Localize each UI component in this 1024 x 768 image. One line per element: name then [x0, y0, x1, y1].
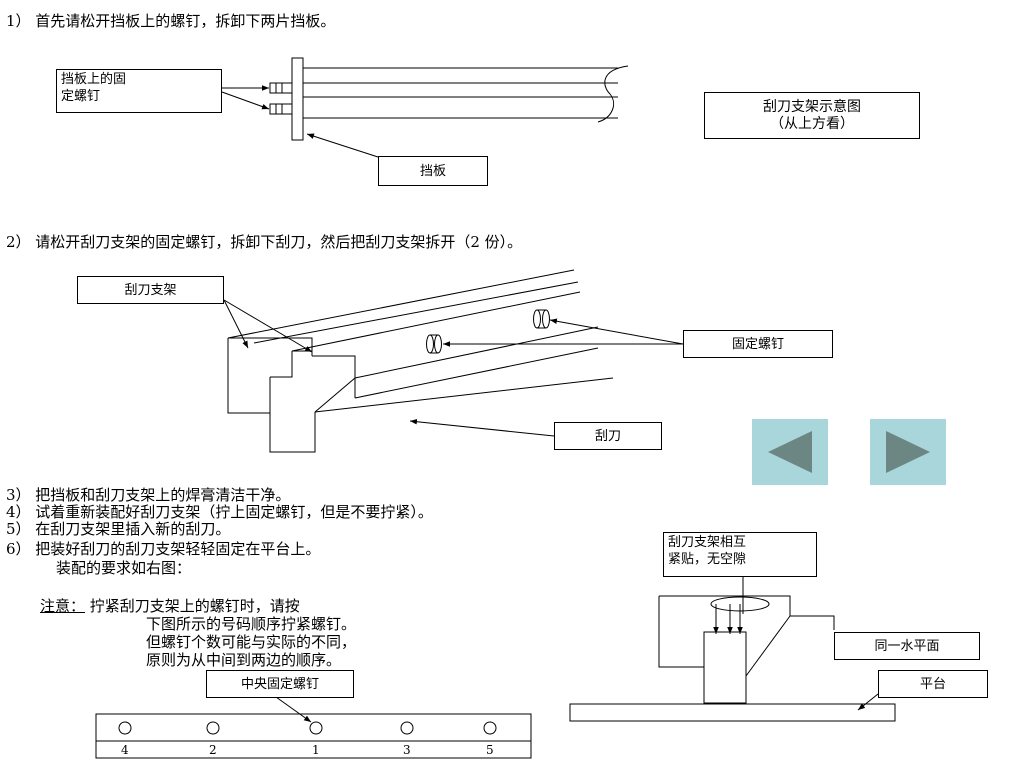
- fig1-title-line1: 刮刀支架示意图: [763, 98, 861, 115]
- note-title: 注意：: [40, 597, 86, 615]
- fig3-drawing: [569, 577, 896, 722]
- fig2-holder-label: 刮刀支架: [77, 276, 224, 304]
- fig1-title-line2: （从上方看）: [770, 115, 854, 132]
- fig2-screw-1: [426, 334, 434, 354]
- screw-order-drawing: [95, 696, 532, 759]
- fig2-holder-label-text: 刮刀支架: [124, 282, 177, 298]
- fig3-platform-label: 平台: [878, 670, 988, 698]
- screw-circle-4: [118, 721, 132, 735]
- fig1-plate-shape: [291, 57, 304, 141]
- fig1-break-line: [597, 65, 629, 123]
- fig1-screw-label-line1: 挡板上的固: [61, 72, 127, 87]
- fig3-level-label: 同一水平面: [834, 632, 980, 660]
- fig2-screw-label: 固定螺钉: [683, 330, 833, 358]
- fig2-screw-label-text: 固定螺钉: [731, 336, 784, 352]
- fig3-level-label-text: 同一水平面: [874, 638, 940, 654]
- note-block: 注意： 拧紧刮刀支架上的螺钉时，请按: [40, 597, 300, 615]
- fig2-drawing: [223, 269, 684, 453]
- triangle-left-icon: [768, 431, 812, 473]
- step-6-text: 6） 把装好刮刀的刮刀支架轻轻固定在平台上。: [6, 540, 321, 558]
- prev-slide-button[interactable]: [752, 419, 828, 485]
- fig3-platform-shape: [569, 703, 896, 722]
- fig2-blade-label-text: 刮刀: [594, 428, 621, 444]
- fig1-screw-top: [269, 82, 293, 94]
- fig3-fit-label-line2: 紧贴，无空隙: [668, 552, 747, 567]
- fig2-blade-label: 刮刀: [554, 422, 662, 450]
- step-5-text: 5） 在刮刀支架里插入新的刮刀。: [6, 520, 231, 538]
- screw-circle-2: [206, 721, 220, 735]
- fig1-drawing: [221, 57, 629, 158]
- step-4-text: 4） 试着重新装配好刮刀支架（拧上固定螺钉，但是不要拧紧）。: [6, 503, 433, 521]
- screw-order-number: 2: [209, 743, 217, 757]
- screw-order-number: 1: [312, 743, 320, 757]
- fig1-title-box: 刮刀支架示意图 （从上方看）: [704, 92, 920, 139]
- fig1-screw-label-line2: 定螺钉: [61, 89, 101, 104]
- screw-order-number: 5: [486, 743, 494, 757]
- fig3-fit-label-line1: 刮刀支架相互: [668, 535, 747, 550]
- fig3-platform-label-text: 平台: [919, 676, 946, 692]
- center-screw-label: 中央固定螺钉: [206, 670, 354, 698]
- fig1-plate-label: 挡板: [378, 156, 488, 186]
- screw-order-number: 4: [121, 743, 129, 757]
- triangle-right-icon: [886, 431, 930, 473]
- fig1-screw-bottom: [269, 103, 293, 115]
- next-slide-button[interactable]: [870, 419, 946, 485]
- step-6-subtext: 装配的要求如右图：: [56, 559, 192, 577]
- fig1-plate-label-text: 挡板: [419, 163, 446, 179]
- center-screw-label-text: 中央固定螺钉: [240, 676, 319, 692]
- step-3-text: 3） 把挡板和刮刀支架上的焊膏清洁干净。: [6, 486, 291, 504]
- note-line-2: 下图所示的号码顺序拧紧螺钉。: [146, 615, 357, 633]
- screw-order-number: 3: [403, 743, 411, 757]
- note-line-1: 拧紧刮刀支架上的螺钉时，请按: [89, 597, 300, 615]
- screw-circle-3: [400, 721, 414, 735]
- fig1-screw-label: 挡板上的固 定螺钉: [56, 69, 222, 113]
- screw-circle-5: [483, 721, 497, 735]
- fig2-screw-2: [533, 309, 541, 329]
- note-line-4: 原则为从中间到两边的顺序。: [146, 651, 342, 669]
- note-line-3: 但螺钉个数可能与实际的不同，: [146, 633, 357, 651]
- step-1-text: 1） 首先请松开挡板上的螺钉，拆卸下两片挡板。: [6, 12, 336, 30]
- screw-circle-1: [309, 721, 323, 735]
- step-2-text: 2） 请松开刮刀支架的固定螺钉，拆卸下刮刀，然后把刮刀支架拆开（2 份）。: [6, 233, 523, 251]
- fig3-fit-label: 刮刀支架相互 紧贴，无空隙: [663, 532, 817, 577]
